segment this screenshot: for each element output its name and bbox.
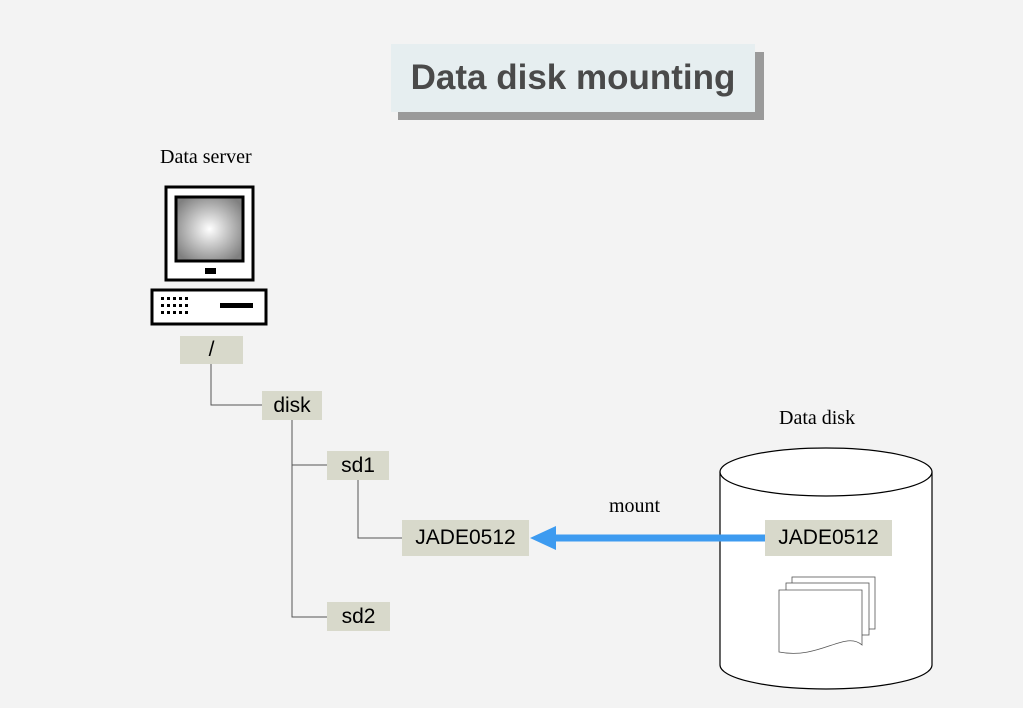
documents-icon: [778, 576, 876, 654]
disk-volume-label: JADE0512: [765, 520, 892, 556]
mount-label: mount: [609, 495, 661, 517]
tree-connectors: [210, 364, 402, 618]
page-title: Data disk mounting: [391, 44, 755, 112]
computer-icon: [150, 185, 268, 326]
cylinder-icon: [719, 447, 933, 690]
tree-node-sd2: sd2: [327, 602, 390, 631]
tree-node-disk: disk: [262, 391, 322, 420]
tree-node-mountpoint: JADE0512: [402, 520, 529, 556]
disk-label: Data disk: [779, 407, 856, 429]
mount-arrow: [530, 526, 766, 550]
tree-node-sd1: sd1: [327, 451, 389, 480]
server-label: Data server: [160, 146, 252, 168]
tree-node-root: /: [180, 336, 243, 364]
